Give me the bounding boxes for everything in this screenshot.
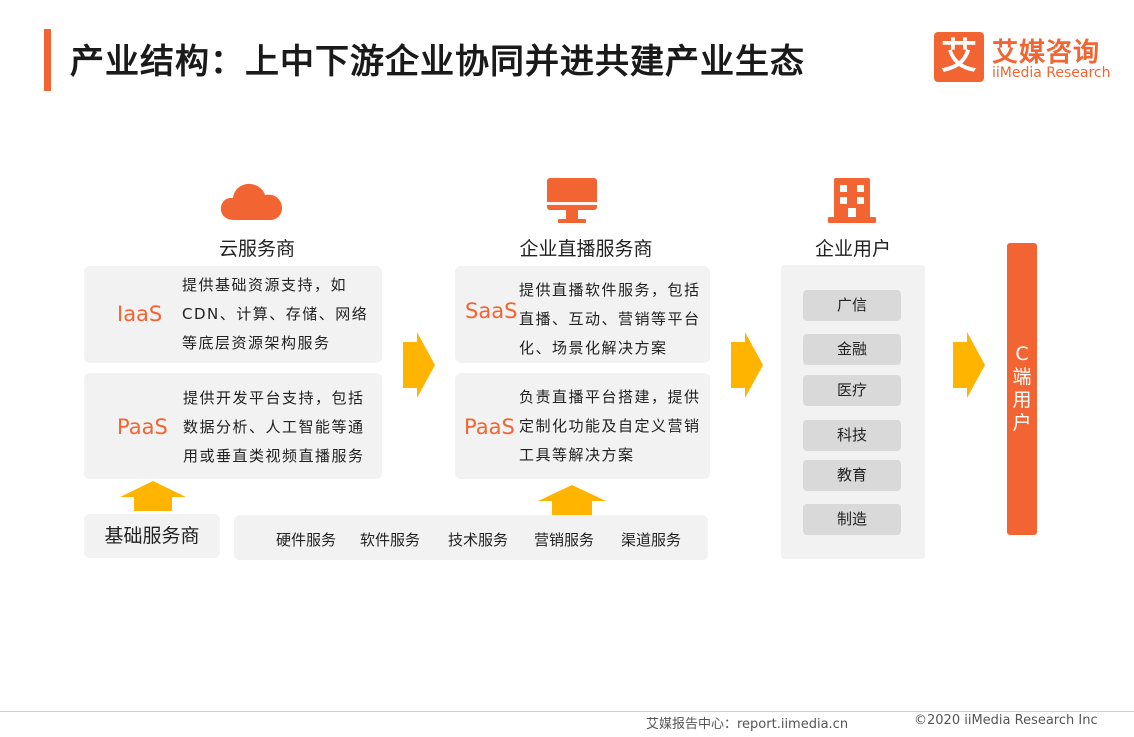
industry-chip: 医疗 [803, 375, 901, 406]
live-saas-box: SaaS 提供直播软件服务，包括直播、互动、营销等平台化、场景化解决方案 [455, 266, 710, 363]
service-hardware: 硬件服务 [276, 531, 337, 549]
saas-tag: SaaS [465, 299, 518, 323]
arrow-up-icon [538, 485, 606, 515]
live-paas-box: PaaS 负责直播平台搭建，提供定制化功能及自定义营销工具等解决方案 [455, 373, 710, 479]
cloud-paas-tag: PaaS [117, 415, 168, 439]
service-software: 软件服务 [360, 531, 421, 549]
cloud-paas-description: 提供开发平台支持，包括数据分析、人工智能等通用或垂直类视频直播服务 [183, 389, 365, 465]
iaas-tag: IaaS [117, 302, 163, 326]
c-end-user-bar: C端用户 [1007, 243, 1037, 535]
live-paas-description: 负责直播平台搭建，提供定制化功能及自定义营销工具等解决方案 [519, 388, 701, 464]
live-paas-tag: PaaS [464, 415, 515, 439]
footer-copyright: ©2020 iiMedia Research Inc [914, 713, 1098, 728]
arrow-right-icon [731, 332, 763, 398]
cloud-paas-box: PaaS 提供开发平台支持，包括数据分析、人工智能等通用或垂直类视频直播服务 [84, 373, 382, 479]
industry-chip: 科技 [803, 420, 901, 451]
cloud-iaas-box: IaaS 提供基础资源支持，如CDN、计算、存储、网络等底层资源架构服务 [84, 266, 382, 363]
service-technical: 技术服务 [448, 531, 509, 549]
arrow-right-icon [953, 332, 985, 398]
industry-chip: 教育 [803, 460, 901, 491]
logo-english-name: iiMedia Research [992, 65, 1111, 81]
enterprise-user-panel: 广信 金融 医疗 科技 教育 制造 [781, 265, 925, 559]
page-title: 产业结构：上中下游企业协同并进共建产业生态 [70, 42, 805, 82]
industry-chip: 广信 [803, 290, 901, 321]
arrow-up-icon [120, 481, 186, 511]
cloud-provider-label: 云服务商 [218, 238, 295, 260]
title-accent-bar [44, 29, 51, 91]
base-provider-label: 基础服务商 [84, 514, 220, 558]
industry-chip: 制造 [803, 504, 901, 535]
building-icon [828, 178, 876, 223]
live-provider-label: 企业直播服务商 [519, 238, 653, 260]
logo-chinese-name: 艾媒咨询 [992, 38, 1101, 68]
saas-description: 提供直播软件服务，包括直播、互动、营销等平台化、场景化解决方案 [519, 281, 701, 357]
industry-chip: 金融 [803, 334, 901, 365]
footer-divider [0, 711, 1134, 712]
c-end-user-label: C端用户 [1012, 343, 1032, 434]
cloud-icon [220, 183, 282, 220]
enterprise-user-label: 企业用户 [814, 238, 891, 260]
footer-report-center: 艾媒报告中心：report.iimedia.cn [646, 717, 849, 732]
base-services-bar: 硬件服务 软件服务 技术服务 营销服务 渠道服务 [234, 515, 708, 560]
arrow-right-icon [403, 332, 435, 398]
iaas-description: 提供基础资源支持，如CDN、计算、存储、网络等底层资源架构服务 [182, 276, 369, 352]
service-marketing: 营销服务 [534, 531, 595, 549]
service-channel: 渠道服务 [621, 531, 682, 549]
logo-mark-icon: 艾 [934, 32, 984, 82]
monitor-icon [547, 178, 597, 223]
brand-logo: 艾 艾媒咨询 iiMedia Research [934, 32, 1114, 86]
